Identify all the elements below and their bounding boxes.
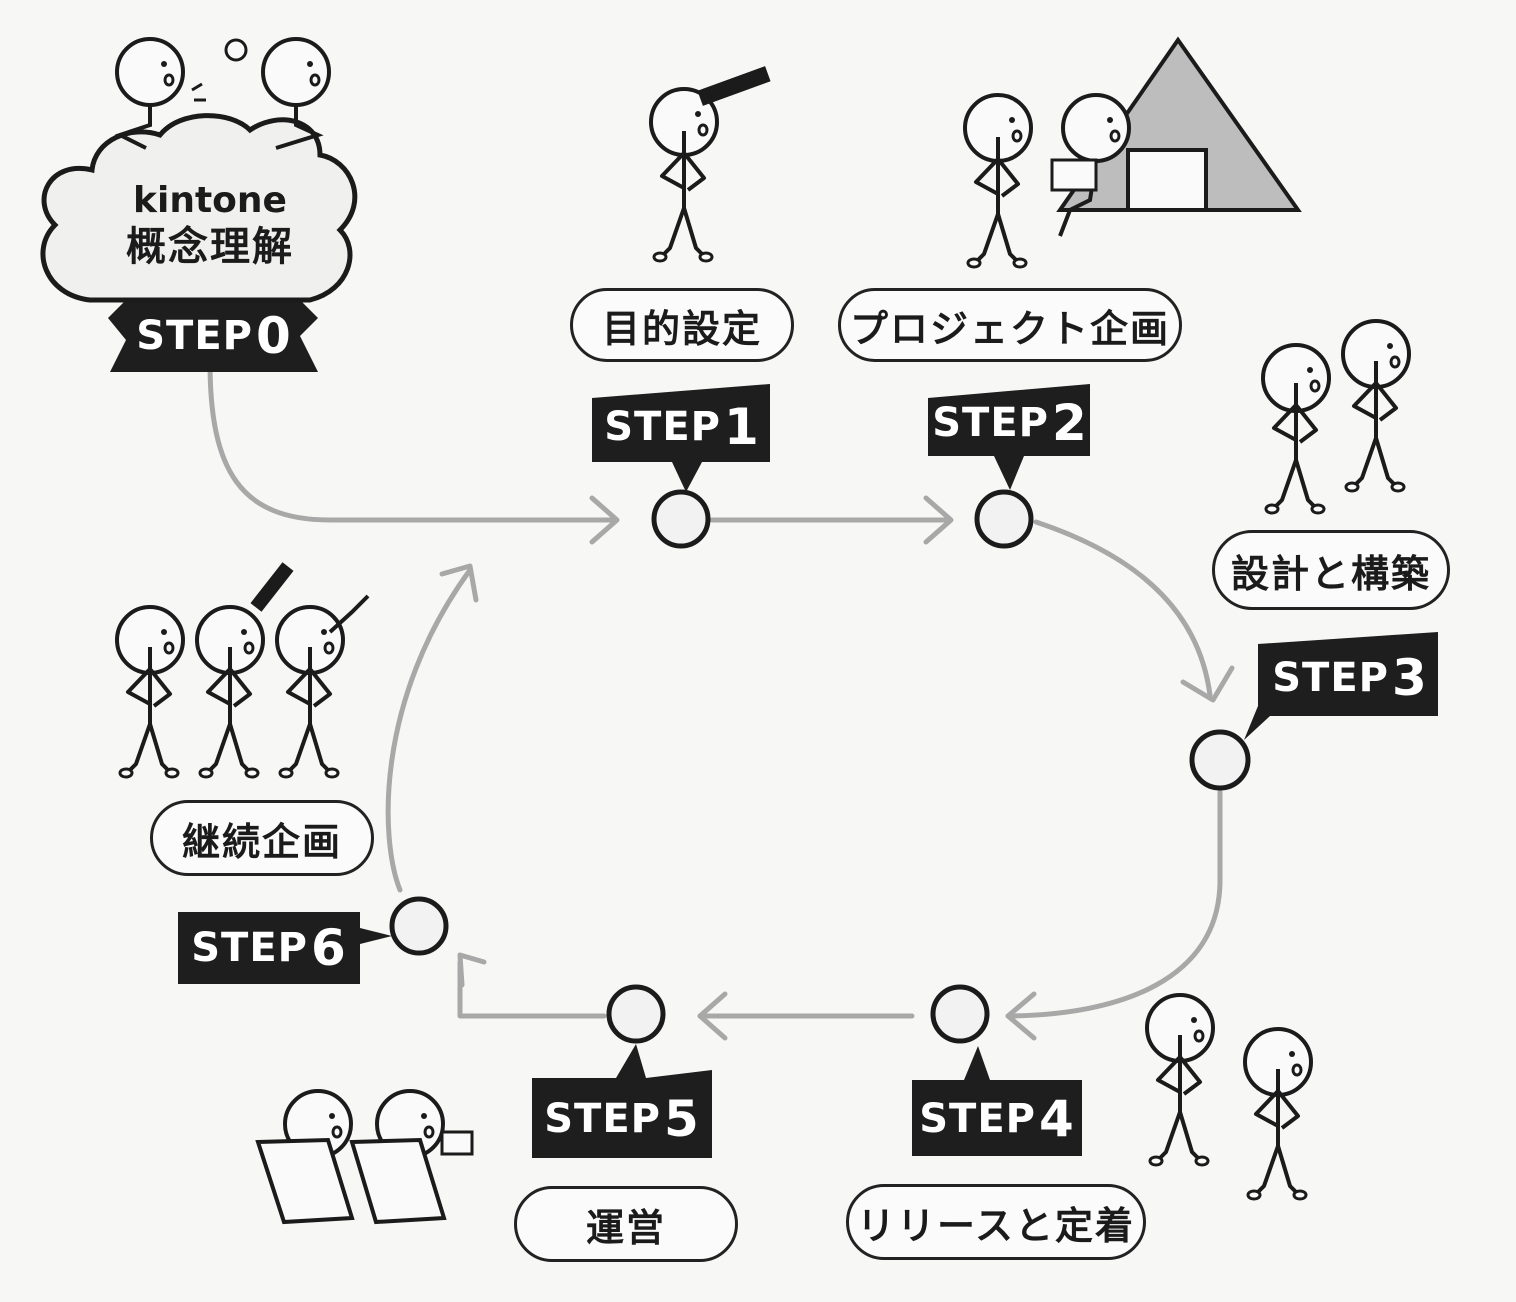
step1-number: 1 xyxy=(723,398,760,456)
relaxing-figures xyxy=(255,1089,474,1225)
arrow-step0-to-step1 xyxy=(207,359,615,523)
step6-word: STEP xyxy=(191,925,308,971)
flow-arrows xyxy=(207,359,1235,1041)
laptop-icon xyxy=(440,1130,474,1156)
step4-word: STEP xyxy=(919,1096,1036,1142)
step3-number: 3 xyxy=(1391,649,1428,707)
step3-word: STEP xyxy=(1272,655,1389,701)
step2-title: プロジェクト企画 xyxy=(838,288,1182,362)
node-step3 xyxy=(1189,729,1251,791)
intro-cloud-label: kintone 概念理解 xyxy=(100,178,320,270)
step-nodes xyxy=(389,489,1251,1044)
arrow-step3-to-step4 xyxy=(1005,789,1223,1019)
arrow-step6-head xyxy=(439,563,479,603)
arrow-step2-to-step3 xyxy=(1033,519,1213,698)
builders-figures xyxy=(1261,319,1411,515)
step6-number: 6 xyxy=(310,919,347,977)
banner-step5 xyxy=(532,1044,712,1158)
banner-step6 xyxy=(178,912,392,984)
step2-number: 2 xyxy=(1051,394,1088,452)
step4-title: リリースと定着 xyxy=(846,1184,1146,1260)
arrow-step3-head xyxy=(1005,991,1037,1041)
arrow-step5-to-step6 xyxy=(457,959,607,1019)
book-icon xyxy=(1050,158,1098,192)
arrow-step5-head xyxy=(457,952,487,988)
step5-title: 運営 xyxy=(514,1186,738,1262)
telescope-icon xyxy=(697,66,771,106)
arrow-step2-head xyxy=(1180,665,1235,703)
step4-number: 4 xyxy=(1038,1090,1075,1148)
cloud-people-figures xyxy=(114,37,331,150)
banner-step0 xyxy=(108,300,318,372)
thought-cloud xyxy=(40,113,358,303)
lightbulb-icon xyxy=(224,38,248,62)
intro-title-ja: 概念理解 xyxy=(126,224,294,270)
banner-step1 xyxy=(592,384,770,492)
planning-figures xyxy=(115,562,370,779)
step1-word: STEP xyxy=(604,404,721,450)
step6-title: 継続企画 xyxy=(150,800,374,876)
step1-title: 目的設定 xyxy=(570,288,794,362)
step3-title: 設計と構築 xyxy=(1212,530,1450,610)
arrow-step4-head xyxy=(697,991,728,1041)
pyramid-illustration xyxy=(963,36,1302,269)
step2-word: STEP xyxy=(932,400,1049,446)
arrow-step0-head xyxy=(589,495,620,545)
cloud-illustration xyxy=(40,113,358,303)
node-step6 xyxy=(389,896,449,956)
banner-step3 xyxy=(1244,632,1438,740)
step0-number: 0 xyxy=(255,307,292,365)
node-step1 xyxy=(651,489,711,549)
step5-word: STEP xyxy=(544,1096,661,1142)
small-telescope-icon xyxy=(250,562,294,612)
step-banners xyxy=(108,300,1438,1158)
banner-step2 xyxy=(928,384,1090,490)
release-figures xyxy=(1145,993,1313,1201)
arrow-step1-head xyxy=(923,495,954,545)
intro-title-en: kintone xyxy=(133,180,287,221)
node-step2 xyxy=(974,489,1034,549)
arrow-step6-to-step1 xyxy=(385,567,473,893)
telescope-figure xyxy=(649,66,771,263)
banner-step4 xyxy=(912,1046,1082,1156)
node-step5 xyxy=(606,984,666,1044)
step0-word: STEP xyxy=(136,313,253,359)
step5-number: 5 xyxy=(663,1090,700,1148)
node-step4 xyxy=(930,984,990,1044)
